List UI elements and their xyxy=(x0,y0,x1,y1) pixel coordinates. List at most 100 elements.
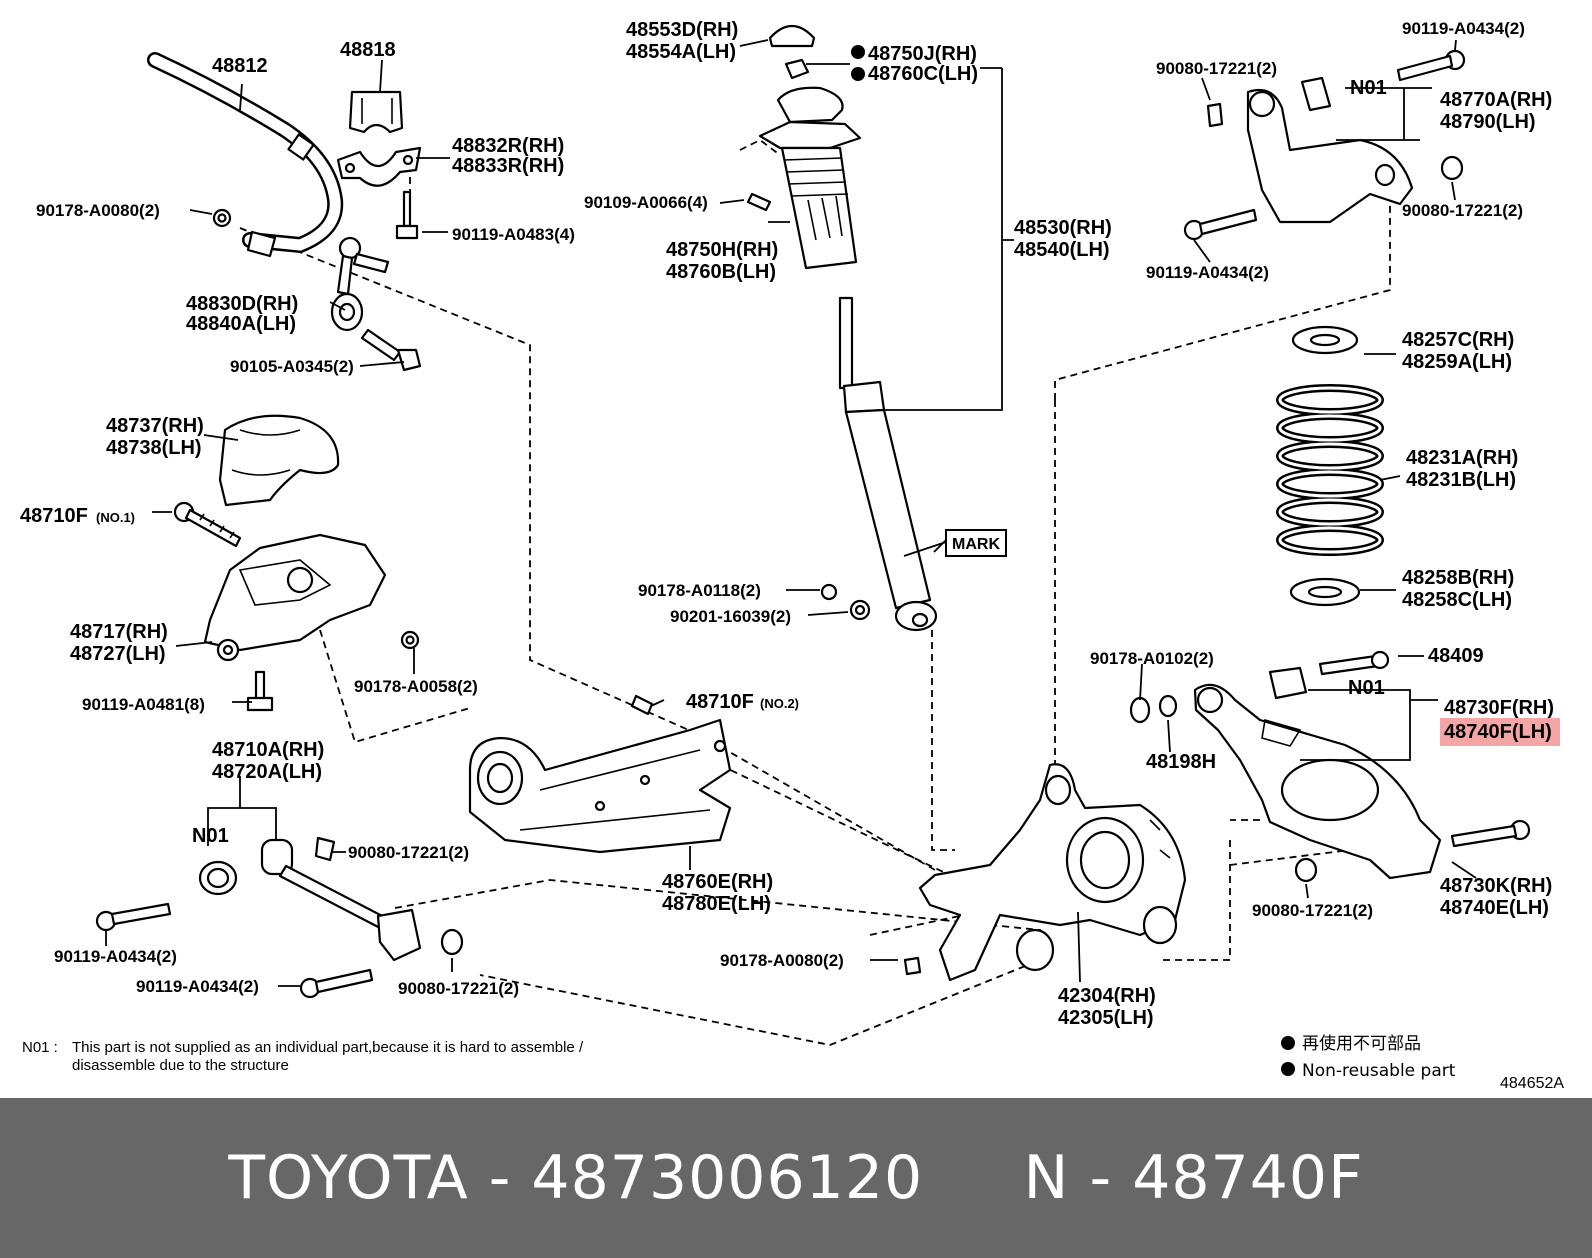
n01-note: N01 : This part is not supplied as an in… xyxy=(22,1039,584,1074)
label-90080-tr-b: 90080-17221(2) xyxy=(1402,201,1523,220)
label-48530: 48530(RH) xyxy=(1014,217,1112,239)
label-48257c: 48257C(RH) xyxy=(1402,329,1514,351)
legend-english: Non-reusable part xyxy=(1302,1061,1456,1081)
small-bolts xyxy=(212,190,419,240)
label-90178-a0118: 90178-A0118(2) xyxy=(638,581,761,600)
label-90119-a0434-tr2: 90119-A0434(2) xyxy=(1146,263,1269,282)
label-48760c: 48760C(LH) xyxy=(868,63,978,85)
label-90178-a0080-top: 90178-A0080(2) xyxy=(36,201,160,220)
legend-japanese: 再使用不可部品 xyxy=(1302,1033,1421,1054)
assembly-dashed-lines xyxy=(239,138,1431,1046)
stabilizer-bracket xyxy=(336,146,422,187)
legend-dot xyxy=(1281,1036,1295,1050)
non-reusable-dot xyxy=(851,67,865,81)
label-90080-left-a: 90080-17221(2) xyxy=(348,843,469,862)
footer-bar: TOYOTA - 4873006120 N - 48740F xyxy=(0,1098,1592,1258)
label-48760e: 48760E(RH) xyxy=(662,871,773,893)
coil-spring xyxy=(1276,325,1384,607)
label-90119-a0483: 90119-A0483(4) xyxy=(452,225,575,244)
label-48554a: 48554A(LH) xyxy=(626,41,736,63)
label-48830d: 48830D(RH) xyxy=(186,293,298,315)
label-48710f-no1: 48710F xyxy=(20,505,88,527)
label-48258c: 48258C(LH) xyxy=(1402,589,1512,611)
label-48730k: 48730K(RH) xyxy=(1440,875,1552,897)
label-90178-a0080-bot: 90178-A0080(2) xyxy=(720,951,844,970)
bolt-48710f-no1 xyxy=(173,501,242,548)
part-labels: 48812 48818 48832R(RH) 48833R(RH) 90178-… xyxy=(20,19,1554,1029)
label-no1: (NO.1) xyxy=(96,510,135,525)
label-no2: (NO.2) xyxy=(760,696,799,711)
part-number-title: TOYOTA - 4873006120 N - 48740F xyxy=(228,1143,1364,1213)
label-n01-tr: N01 xyxy=(1350,77,1387,99)
label-90119-a0434-l2: 90119-A0434(2) xyxy=(136,977,259,996)
lateral-rod-left xyxy=(95,836,464,999)
label-48740f: 48740F(LH) xyxy=(1444,721,1552,743)
note-prefix: N01 : xyxy=(22,1039,58,1056)
stabilizer-link xyxy=(330,236,422,372)
label-48717: 48717(RH) xyxy=(70,621,168,643)
knuckle xyxy=(903,763,1187,982)
suspension-member-bracket xyxy=(203,533,420,712)
label-48780e: 48780E(LH) xyxy=(662,893,771,915)
label-48409: 48409 xyxy=(1428,645,1484,667)
label-90080-br: 90080-17221(2) xyxy=(1252,901,1373,920)
label-48750j: 48750J(RH) xyxy=(868,43,977,65)
label-90178-a0058: 90178-A0058(2) xyxy=(354,677,478,696)
label-90178-a0102: 90178-A0102(2) xyxy=(1090,649,1214,668)
label-48198h: 48198H xyxy=(1146,751,1216,773)
label-90109-a0066: 90109-A0066(4) xyxy=(584,193,708,212)
shock-absorber xyxy=(746,24,938,632)
legend: 再使用不可部品 Non-reusable part xyxy=(1302,1033,1456,1081)
label-48737: 48737(RH) xyxy=(106,415,204,437)
trailing-arm xyxy=(468,694,732,854)
label-48727: 48727(LH) xyxy=(70,643,166,665)
label-48738: 48738(LH) xyxy=(106,437,202,459)
mark-callout: MARK xyxy=(945,529,1007,557)
suspension-cover xyxy=(218,414,340,507)
note-line-1: This part is not supplied as an individu… xyxy=(72,1039,584,1056)
label-48258b: 48258B(RH) xyxy=(1402,567,1514,589)
label-90119-a0434-l1: 90119-A0434(2) xyxy=(54,947,177,966)
label-48710f-no2: 48710F xyxy=(686,691,754,713)
label-48790: 48790(LH) xyxy=(1440,111,1536,133)
label-48231b: 48231B(LH) xyxy=(1406,469,1516,491)
upper-arm xyxy=(1183,49,1466,241)
highlight-box xyxy=(1440,718,1560,746)
legend-dot xyxy=(1281,1062,1295,1076)
label-48750h: 48750H(RH) xyxy=(666,239,778,261)
parts-diagram: MARK 48812 48818 48832R(RH) 48833R(RH) 9… xyxy=(20,19,1565,1092)
stabilizer-bar xyxy=(147,52,344,258)
label-48833r: 48833R(RH) xyxy=(452,155,564,177)
label-48553d: 48553D(RH) xyxy=(626,19,738,41)
label-n01-left: N01 xyxy=(192,825,229,847)
label-48840a: 48840A(LH) xyxy=(186,313,296,335)
note-line-2: disassemble due to the structure xyxy=(72,1057,289,1074)
label-48812: 48812 xyxy=(212,55,268,77)
label-48231a: 48231A(RH) xyxy=(1406,447,1518,469)
label-90080-tr-a: 90080-17221(2) xyxy=(1156,59,1277,78)
label-42304: 42304(RH) xyxy=(1058,985,1156,1007)
label-48710a: 48710A(RH) xyxy=(212,739,324,761)
label-48818: 48818 xyxy=(340,39,396,61)
label-90119-a0434-tr: 90119-A0434(2) xyxy=(1402,19,1525,38)
leader-lines xyxy=(105,39,1477,987)
diagram-code: 484652A xyxy=(1500,1075,1564,1092)
label-n01-br: N01 xyxy=(1348,677,1385,699)
label-48740e: 48740E(LH) xyxy=(1440,897,1549,919)
label-48540: 48540(LH) xyxy=(1014,239,1110,261)
stabilizer-bushing xyxy=(348,90,404,134)
label-48770a: 48770A(RH) xyxy=(1440,89,1552,111)
label-48259a: 48259A(LH) xyxy=(1402,351,1512,373)
mark-label: MARK xyxy=(952,536,1000,553)
non-reusable-dot xyxy=(851,45,865,59)
label-90080-left-b: 90080-17221(2) xyxy=(398,979,519,998)
label-48720a: 48720A(LH) xyxy=(212,761,322,783)
label-90119-a0481: 90119-A0481(8) xyxy=(82,695,205,714)
label-90105-a0345: 90105-A0345(2) xyxy=(230,357,354,376)
label-48760b: 48760B(LH) xyxy=(666,261,776,283)
parts-diagram-svg: MARK 48812 48818 48832R(RH) 48833R(RH) 9… xyxy=(20,19,1564,1092)
label-42305: 42305(LH) xyxy=(1058,1007,1154,1029)
label-48832r: 48832R(RH) xyxy=(452,135,564,157)
label-48730f: 48730F(RH) xyxy=(1444,697,1554,719)
